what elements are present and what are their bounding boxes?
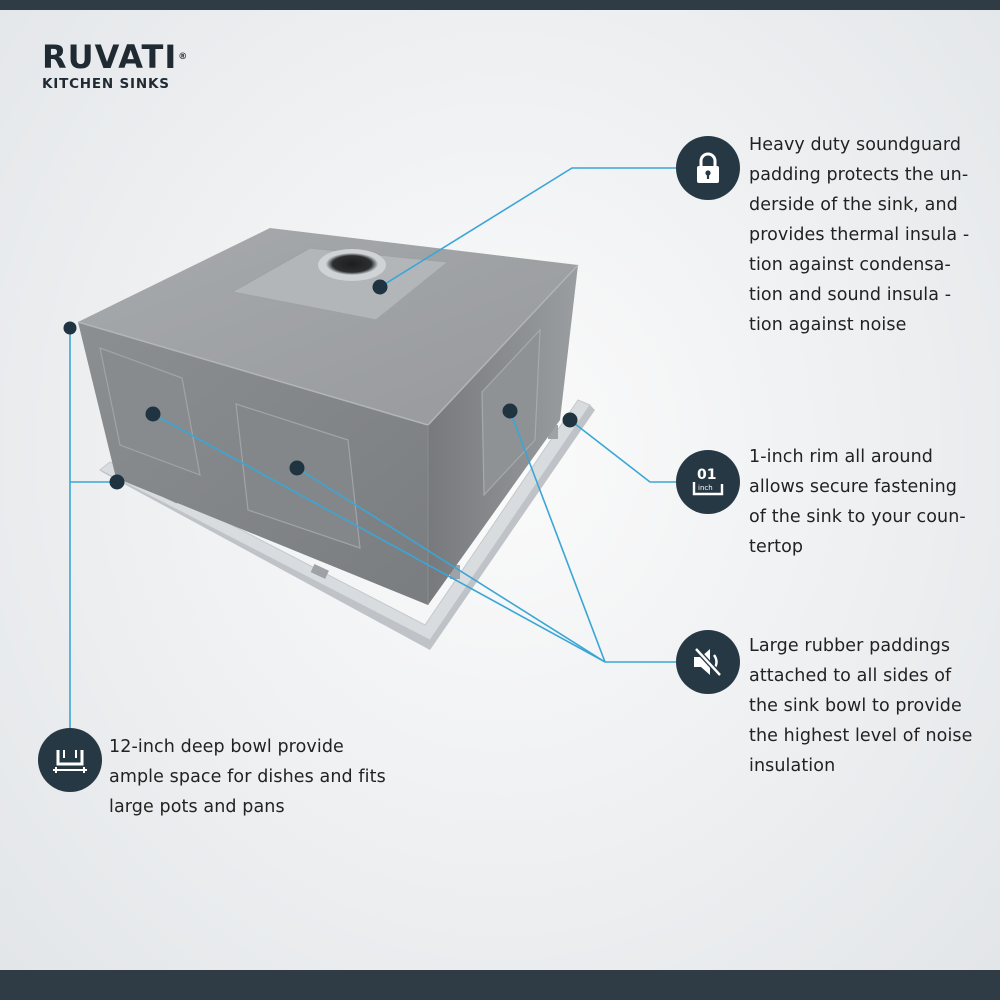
feature-rubber-text: Large rubber paddings attached to all si…	[749, 631, 973, 781]
rim-badge: 01	[697, 467, 716, 483]
feature-line: insulation	[749, 756, 836, 776]
brand-tagline: KITCHEN SINKS	[42, 76, 170, 92]
bottom-bar	[0, 970, 1000, 1000]
callout-line-rubber-b	[296, 467, 606, 663]
feature-line: the sink bowl to provide	[749, 696, 962, 716]
feature-line: Large rubber paddings	[749, 636, 951, 656]
callout-dots	[63, 279, 578, 490]
feature-line: the highest level of noise	[749, 726, 973, 746]
brand-name: RUVATI	[42, 38, 178, 76]
brand-logo: RUVATI® KITCHEN SINKS	[42, 40, 188, 92]
feature-line: of the sink to your coun-	[749, 507, 966, 527]
feature-rim-text: 1-inch rim all around allows secure fast…	[749, 442, 966, 562]
feature-line: 12-inch deep bowl provide	[109, 737, 344, 757]
deep-bowl-icon	[38, 728, 102, 792]
feature-line: Heavy duty soundguard	[749, 135, 962, 155]
feature-line: tion and sound insula -	[749, 285, 952, 305]
sink-bowl	[77, 228, 579, 605]
callout-line-rim	[569, 419, 676, 483]
callout-dot-panel-left	[145, 406, 161, 422]
soundguard-plate	[230, 247, 450, 321]
feature-line: ample space for dishes and fits	[109, 767, 386, 787]
rim-icon: 01 inch	[676, 450, 740, 514]
feature-line: attached to all sides of	[749, 666, 952, 686]
callout-lines	[69, 167, 676, 730]
rim-badge-unit: inch	[698, 484, 713, 492]
callout-dot-soundguard	[372, 279, 388, 295]
callout-dot-panel-front	[289, 460, 305, 476]
feature-line: large pots and pans	[109, 797, 285, 817]
callout-line-soundguard	[379, 167, 676, 288]
callout-dot-panel-side	[502, 403, 518, 419]
feature-line: tion against condensa-	[749, 255, 951, 275]
feature-line: tion against noise	[749, 315, 907, 335]
feature-line: allows secure fastening	[749, 477, 957, 497]
feature-line: derside of the sink, and	[749, 195, 958, 215]
feature-depth-text: 12-inch deep bowl provide ample space fo…	[109, 732, 386, 822]
callout-dot-depth-rim	[109, 474, 125, 490]
feature-line: provides thermal insula -	[749, 225, 970, 245]
feature-line: 1-inch rim all around	[749, 447, 933, 467]
feature-line: padding protects the un-	[749, 165, 969, 185]
top-bar	[0, 0, 1000, 10]
callout-line-rubber-c	[509, 410, 606, 663]
padding-panel-front	[235, 403, 361, 549]
feature-soundguard-text: Heavy duty soundguard padding protects t…	[749, 130, 969, 340]
lock-icon	[676, 136, 740, 200]
feature-line: tertop	[749, 537, 804, 557]
callout-dot-depth-top	[63, 321, 77, 335]
registered-mark: ®	[178, 52, 189, 62]
callout-dot-rim	[562, 412, 578, 428]
mute-icon	[676, 630, 740, 694]
drain-hole	[326, 253, 378, 275]
